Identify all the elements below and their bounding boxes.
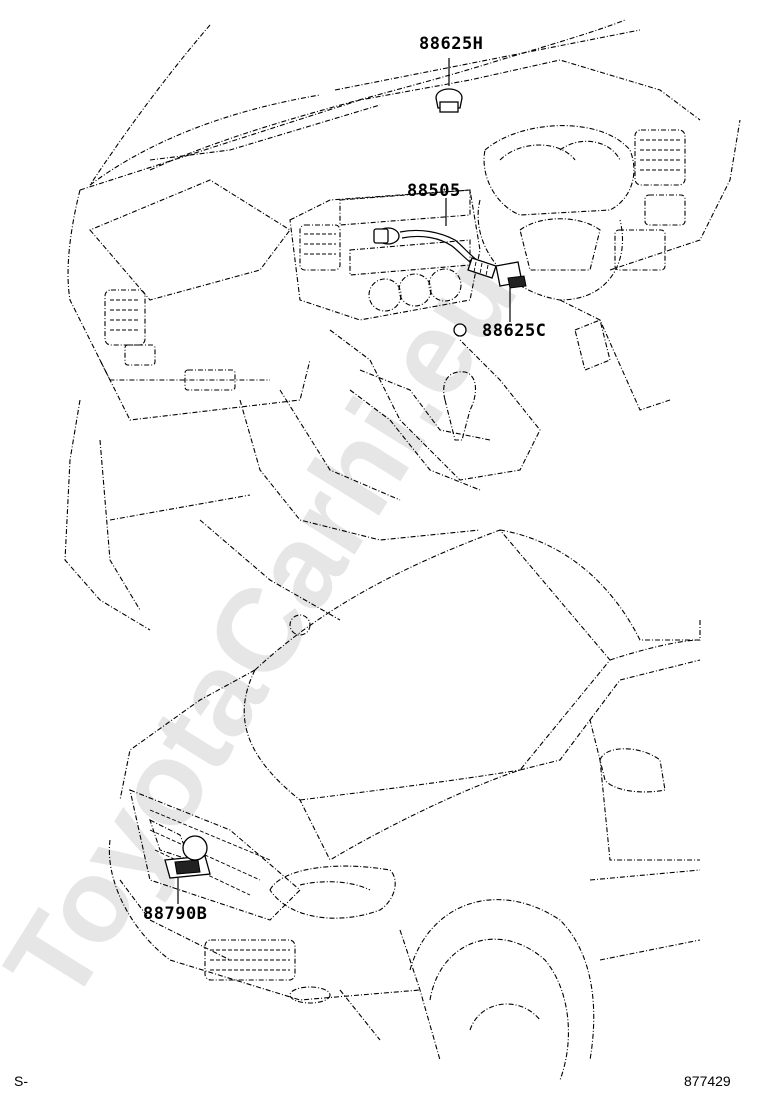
part-88505-harness [373,198,497,279]
footer-left-code: S- [14,1073,28,1089]
diagram-number: 877429 [684,1073,731,1089]
label-88625H: 88625H [419,34,484,54]
label-88790B: 88790B [143,904,208,924]
label-88505: 88505 [407,181,461,201]
label-88625C: 88625C [482,321,547,341]
part-88790B-sensor [164,835,211,904]
part-88625H-sensor [435,58,463,113]
vehicle-front-view [108,529,701,1081]
dashboard-view [64,19,741,631]
part-88625C-sensor [453,261,527,337]
